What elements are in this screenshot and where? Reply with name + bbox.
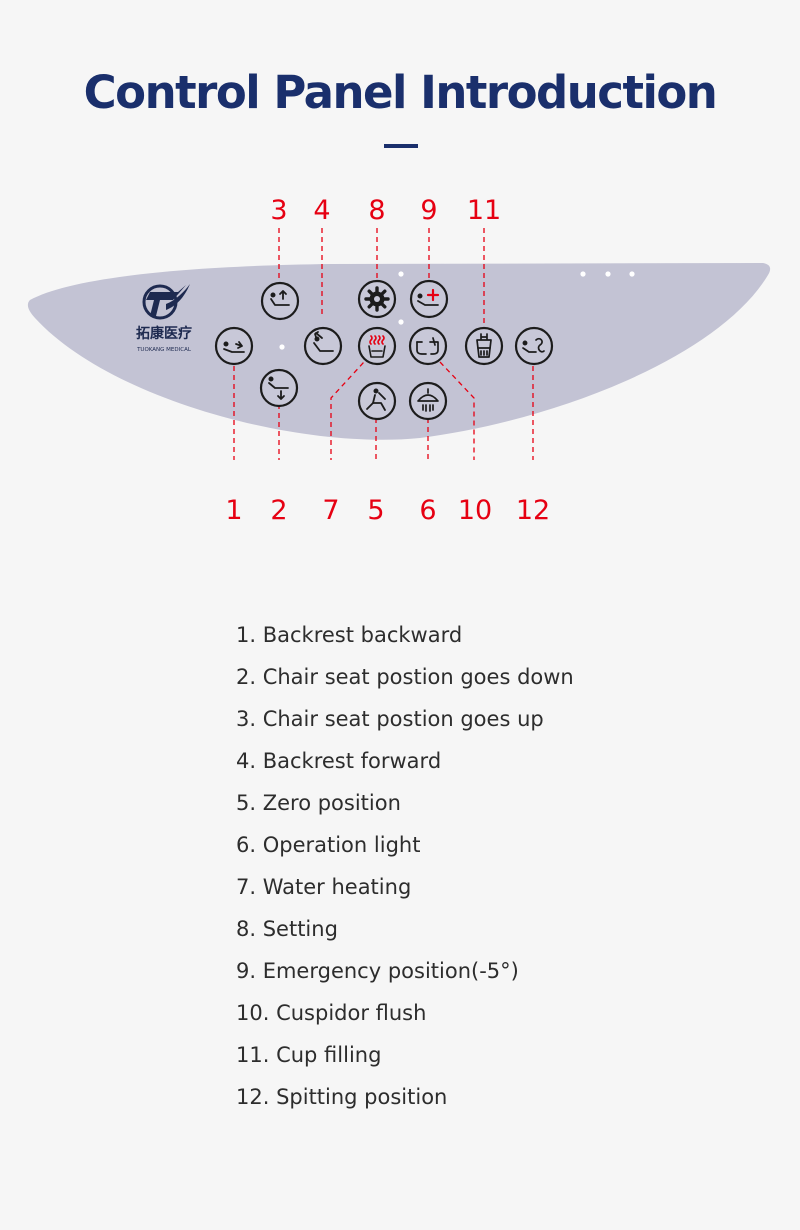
backrest-backward-icon — [223, 341, 245, 353]
legend-item: 9. Emergency position(-5°) — [236, 959, 519, 983]
callout-number-2: 2 — [270, 495, 288, 526]
cup-filling-button[interactable] — [464, 326, 504, 366]
callout-number-6: 6 — [419, 495, 437, 526]
backrest-backward-button[interactable] — [214, 326, 254, 366]
callout-number-3: 3 — [270, 195, 288, 226]
emergency-position-icon — [417, 288, 440, 306]
cuspidor-flush-icon — [416, 337, 439, 355]
legend-item: 10. Cuspidor flush — [236, 1001, 427, 1025]
spitting-position-icon — [522, 337, 545, 353]
setting-button[interactable] — [357, 279, 397, 319]
backrest-forward-button[interactable] — [303, 326, 343, 366]
water-heating-button[interactable] — [357, 326, 397, 366]
callout-leader-lines — [233, 228, 534, 460]
legend-item: 2. Chair seat postion goes down — [236, 665, 574, 689]
cup-filling-icon — [476, 333, 492, 358]
seat-down-button[interactable] — [259, 368, 299, 408]
callout-number-11: 11 — [466, 195, 502, 226]
legend-item: 6. Operation light — [236, 833, 421, 857]
operation-light-icon — [417, 388, 439, 412]
callout-number-12: 12 — [515, 495, 551, 526]
emergency-position-button[interactable] — [409, 279, 449, 319]
callout-number-8: 8 — [368, 195, 386, 226]
legend-item: 5. Zero position — [236, 791, 401, 815]
callout-number-10: 10 — [457, 495, 493, 526]
logo-brand-cn: 拓康医疗 — [136, 325, 192, 342]
legend-item: 1. Backrest backward — [236, 623, 463, 647]
spitting-position-button[interactable] — [514, 326, 554, 366]
setting-gear-icon — [364, 286, 390, 312]
legend-item: 4. Backrest forward — [236, 749, 442, 773]
panel-body — [27, 263, 771, 440]
indicator-lights — [279, 271, 635, 350]
callout-number-9: 9 — [420, 195, 438, 226]
operation-light-button[interactable] — [408, 381, 448, 421]
function-legend: 1. Backrest backward 2. Chair seat posti… — [236, 614, 574, 1118]
logo-brand-en: TUOKANG MEDICAL — [136, 347, 192, 353]
page-title: Control Panel Introduction — [83, 66, 718, 119]
legend-item: 7. Water heating — [236, 875, 412, 899]
water-heating-icon — [368, 335, 386, 358]
zero-position-button[interactable] — [357, 381, 397, 421]
control-panel-diagram: 拓康医疗 TUOKANG MEDICAL — [27, 228, 771, 460]
zero-position-icon — [366, 388, 386, 411]
callout-number-4: 4 — [313, 195, 331, 226]
backrest-forward-icon — [313, 331, 334, 352]
seat-up-button[interactable] — [260, 281, 300, 321]
callout-number-7: 7 — [322, 495, 340, 526]
legend-item: 8. Setting — [236, 917, 338, 941]
seat-down-icon — [268, 376, 289, 400]
brand-logo: 拓康医疗 TUOKANG MEDICAL — [136, 284, 192, 353]
cuspidor-flush-button[interactable] — [408, 326, 448, 366]
legend-item: 3. Chair seat postion goes up — [236, 707, 544, 731]
title-underline — [384, 144, 418, 148]
legend-item: 12. Spitting position — [236, 1085, 448, 1109]
legend-item: 11. Cup filling — [236, 1043, 382, 1067]
callout-number-5: 5 — [367, 495, 385, 526]
callout-number-1: 1 — [225, 495, 243, 526]
seat-up-icon — [270, 290, 290, 306]
